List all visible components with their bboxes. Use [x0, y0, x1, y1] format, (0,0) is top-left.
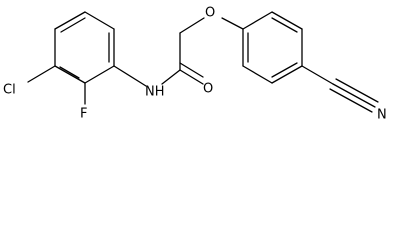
ether-oxygen-label: O [205, 6, 215, 21]
ch2-oxygen-bond [179, 17, 205, 34]
nitrile-triple-bond-3 [329, 88, 373, 113]
nitrile-triple-bond-2 [335, 78, 379, 103]
molecule-structure: Cl F NH O O N [3, 6, 387, 123]
oxygen-aryl-bond [221, 17, 244, 30]
fluorine-label: F [80, 107, 87, 122]
carbonyl-oxygen-label: O [203, 82, 213, 97]
n-carbonyl-bond [161, 69, 181, 85]
cyanophenyl-ring [242, 11, 303, 84]
chlorofluorophenyl-ring [54, 11, 115, 84]
ring-nitrile-bond [301, 65, 334, 85]
nitrile-nitrogen-label: N [377, 108, 387, 123]
amide-nitrogen-label: NH [145, 85, 165, 100]
carbonyl-double-bond-1 [179, 69, 204, 85]
c-n-bond [113, 65, 147, 87]
c-cl-bond [27, 65, 56, 83]
nitrile-triple-bond-1 [332, 83, 376, 108]
chlorine-label: Cl [3, 83, 16, 98]
carbonyl-double-bond-2 [179, 62, 204, 78]
